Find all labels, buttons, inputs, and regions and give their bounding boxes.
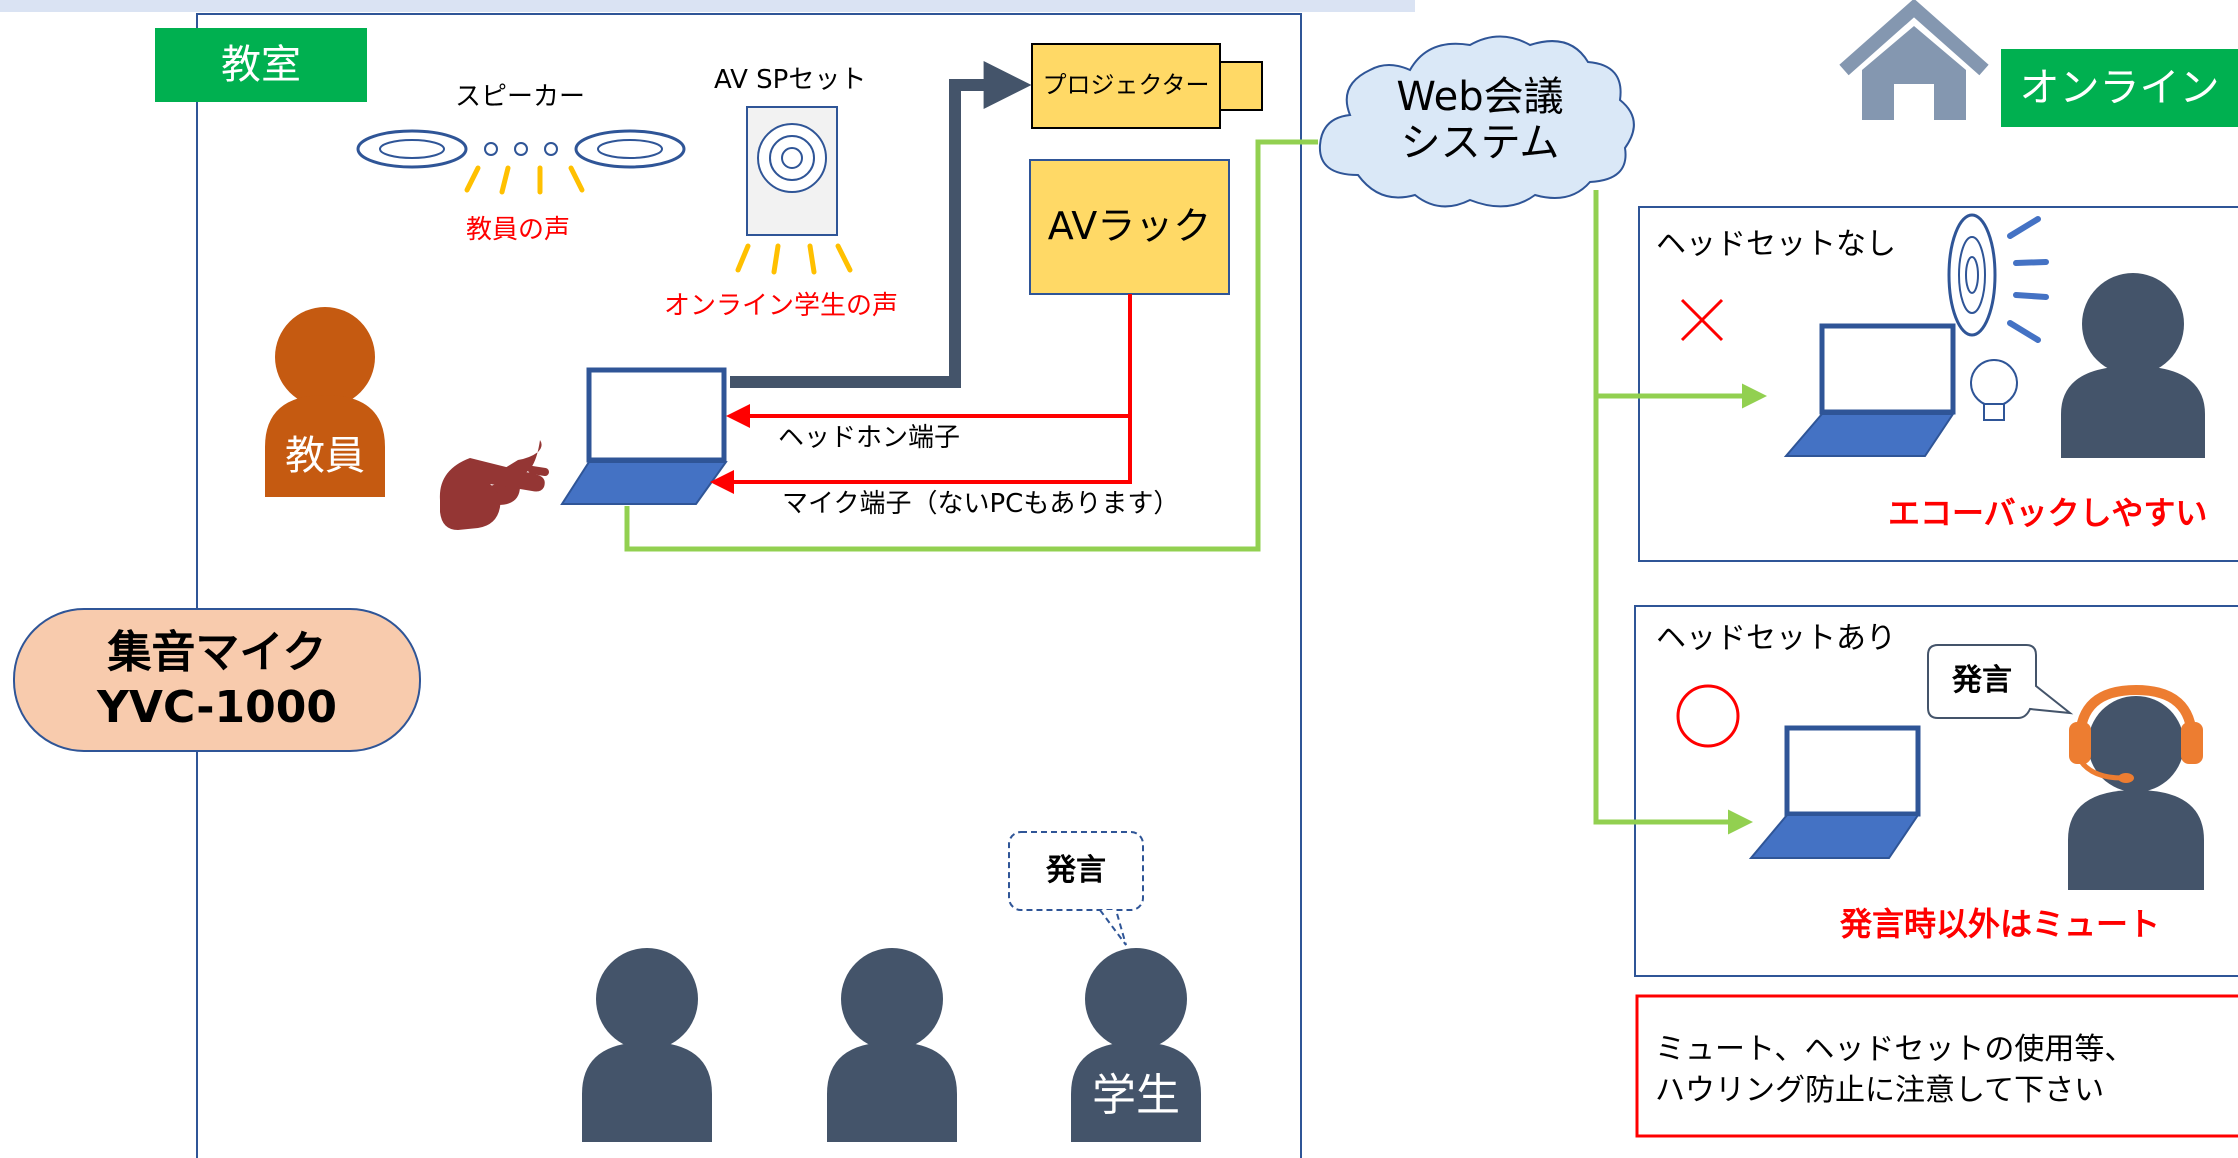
mic-label-line2: YVC-1000 — [97, 682, 337, 733]
speaker-label: スピーカー — [455, 82, 586, 112]
loudspeaker-icon — [1947, 213, 2049, 343]
cloud-label-line1: Web会議 — [1396, 74, 1564, 120]
laptop-to-cloud-line — [624, 139, 1318, 552]
classroom-frame — [196, 13, 1302, 1158]
mic-jack-label: マイク端子（ないPCもあります） — [782, 489, 1180, 519]
classroom-laptop-icon — [560, 367, 728, 505]
note-box — [1635, 994, 2238, 1138]
light-bulb-icon — [1970, 359, 2018, 421]
online-speech-bubble — [1927, 644, 2074, 719]
student-speech-label: 発言 — [1046, 852, 1106, 888]
online-label: オンライン — [2001, 49, 2238, 127]
teacher-label: 教員 — [285, 433, 365, 479]
cloud-label: Web会議 システム — [1380, 65, 1580, 175]
no-headset-title: ヘッドセットなし — [1656, 227, 1896, 262]
with-headset-caption: 発言時以外はミュート — [1840, 905, 2161, 943]
mic-label-line1: 集音マイク — [107, 627, 327, 678]
web-conference-cloud — [1318, 35, 1635, 208]
cloud-label-line2: システム — [1400, 120, 1560, 166]
online-laptop-icon — [1748, 725, 1921, 859]
laptop-to-projector-arrow — [730, 61, 1032, 388]
av-rack-box — [1029, 159, 1230, 295]
note-line1: ミュート、ヘッドセットの使用等、 — [1655, 1032, 2135, 1067]
home-icon — [1839, 0, 1989, 120]
projector-label: プロジェクター — [1042, 71, 1210, 100]
teacher-voice-label: 教員の声 — [466, 215, 571, 245]
av-sp-set-label: AV SPセット — [714, 65, 867, 95]
pointing-hand-icon — [439, 440, 549, 530]
online-speech-label: 発言 — [1952, 663, 2012, 699]
online-laptop-icon — [1783, 323, 1956, 457]
teacher-person-icon — [265, 307, 385, 497]
online-person-icon — [2061, 273, 2205, 458]
circle-mark-icon — [1676, 684, 1740, 748]
speaker-icon — [356, 129, 686, 195]
student-person-icon — [827, 948, 957, 1142]
with-headset-title: ヘッドセットあり — [1656, 621, 1896, 656]
headphone-jack-label: ヘッドホン端子 — [778, 423, 961, 453]
av-speaker-icon — [735, 106, 853, 275]
mic-label: 集音マイク YVC-1000 — [14, 609, 420, 751]
cloud-to-online-lines — [1593, 190, 1767, 835]
no-headset-caption: エコーバックしやすい — [1888, 494, 2208, 532]
mic-box — [13, 608, 421, 752]
av-rack-connections — [710, 294, 1132, 494]
headset-person-icon — [2068, 684, 2204, 890]
student-label: 学生 — [1092, 1069, 1180, 1121]
student-speech-bubble — [1008, 831, 1144, 946]
cross-mark-icon — [1680, 298, 1724, 342]
top-strip — [0, 0, 1415, 12]
note-text: ミュート、ヘッドセットの使用等、 ハウリング防止に注意して下さい — [1655, 1030, 2134, 1111]
av-rack-label: AVラック — [1047, 204, 1212, 249]
classroom-label: 教室 — [155, 28, 367, 102]
note-line2: ハウリング防止に注意して下さい — [1655, 1072, 2105, 1108]
projector-icon — [1031, 43, 1263, 129]
student-person-icon — [1071, 948, 1201, 1142]
student-person-icon — [582, 948, 712, 1142]
online-student-voice-label: オンライン学生の声 — [664, 291, 899, 321]
